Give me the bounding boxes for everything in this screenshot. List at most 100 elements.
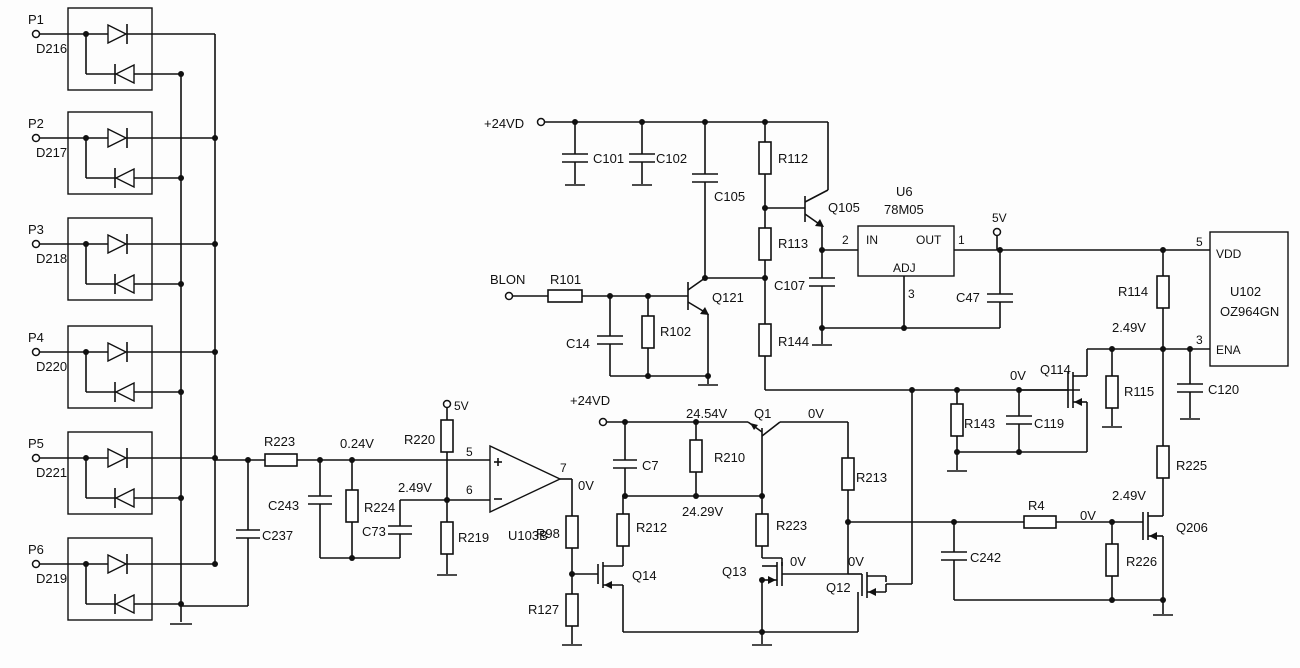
diode-label: D219 [36,571,67,586]
label-r212: R212 [636,520,667,535]
label-r143: R143 [964,416,995,431]
voltage-249-ena: 2.49V [1112,320,1146,335]
label-c47: C47 [956,290,980,305]
port-label: P6 [28,542,44,557]
label-r101: R101 [550,272,581,287]
diode-label: D220 [36,359,67,374]
label-u6-adj: ADJ [893,261,916,275]
port-label: P2 [28,116,44,131]
enable-section [941,231,1289,616]
label-u6-pin3: 3 [908,287,915,301]
label-c237: C237 [262,528,293,543]
diode-label: D218 [36,251,67,266]
label-c14: C14 [566,336,590,351]
label-r219: R219 [458,530,489,545]
voltage-2454: 24.54V [686,406,728,421]
label-r220: R220 [404,432,435,447]
voltage-0-q114: 0V [1010,368,1026,383]
label-oz964gn: OZ964GN [1220,304,1279,319]
label-u103-pin5: 5 [466,445,473,459]
comparator-section [215,399,598,646]
diode-bank [170,34,248,625]
label-q114: Q114 [1040,362,1071,377]
label-blon: BLON [490,272,525,287]
label-ena: ENA [1216,343,1241,357]
label-c243: C243 [268,498,299,513]
label-78m05: 78M05 [884,202,924,217]
label-u103-pin6: 6 [466,483,473,497]
label-r225: R225 [1176,458,1207,473]
label-u103-pin7: 7 [560,461,567,475]
label-r112: R112 [778,151,808,166]
labels: +24VD +24VD BLON 5V 5V U6 78M05 IN OUT A… [262,116,1279,617]
voltage-249-q206: 2.49V [1112,488,1146,503]
label-c101: C101 [593,151,624,166]
label-u6-in: IN [866,233,878,247]
label-r98: R98 [536,526,560,541]
label-r102: R102 [660,324,691,339]
voltage-2429: 24.29V [682,504,724,519]
label-u6-pin2: 2 [842,233,849,247]
voltage-0-q13: 0V [790,554,806,569]
label-r213: R213 [856,470,887,485]
diode-label: D217 [36,145,67,160]
label-c105: C105 [714,189,745,204]
label-24vd-top: +24VD [484,116,524,131]
label-c120: C120 [1208,382,1239,397]
label-5v-comp: 5V [454,399,469,413]
label-r113: R113 [778,236,808,251]
label-r127: R127 [528,602,559,617]
voltage-0-r4: 0V [1080,508,1096,523]
label-q1: Q1 [754,406,771,421]
port-label: P1 [28,12,44,27]
label-r4: R4 [1028,498,1045,513]
label-c119: C119 [1034,416,1064,431]
voltage-0-q1: 0V [808,406,824,421]
label-r226: R226 [1126,554,1157,569]
label-r223-left: R223 [264,434,295,449]
voltage-0-q12: 0V [848,554,864,569]
label-u102-pin5: 5 [1196,235,1203,249]
label-u102-pin3: 3 [1196,333,1203,347]
label-r144: R144 [778,334,809,349]
label-c73: C73 [362,524,386,539]
label-c7: C7 [642,458,659,473]
label-q105: Q105 [828,200,860,215]
port-label: P4 [28,330,44,345]
label-q13: Q13 [722,564,747,579]
voltage-024: 0.24V [340,436,374,451]
port-label: P3 [28,222,44,237]
voltage-0-out: 0V [578,478,594,493]
label-r210: R210 [714,450,745,465]
diode-label: D221 [36,465,67,480]
label-5v-u6: 5V [992,211,1007,225]
label-r223-right: R223 [776,518,807,533]
label-24vd-bottom: +24VD [570,393,610,408]
voltage-249-comp: 2.49V [398,480,432,495]
label-u103b: U103B [508,528,548,543]
switch-section [597,390,1024,646]
label-c102: C102 [656,151,687,166]
label-q206: Q206 [1176,520,1208,535]
label-q12: Q12 [826,580,851,595]
label-vdd: VDD [1216,247,1242,261]
label-r114: R114 [1118,284,1148,299]
label-q121: Q121 [712,290,744,305]
label-r224: R224 [364,500,395,515]
label-u6: U6 [896,184,913,199]
port-label: P5 [28,436,44,451]
label-c107: C107 [774,278,805,293]
label-c242: C242 [970,550,1001,565]
label-u6-pin1: 1 [958,233,965,247]
label-q14: Q14 [632,568,657,583]
label-u102: U102 [1230,284,1261,299]
diode-label: D216 [36,41,67,56]
